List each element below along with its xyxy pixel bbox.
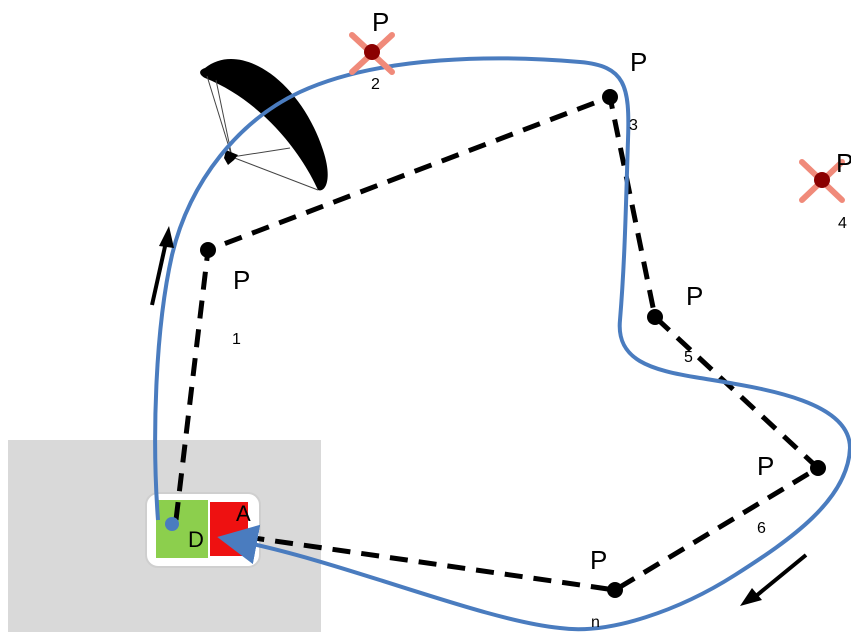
waypoint-p4: P 4 (799, 148, 851, 232)
svg-text:P: P (233, 265, 250, 295)
depart-box (156, 500, 208, 558)
svg-text:P: P (590, 545, 607, 575)
svg-text:P: P (686, 281, 703, 311)
svg-text:P: P (757, 451, 774, 481)
svg-text:1: 1 (232, 331, 241, 348)
svg-text:2: 2 (371, 76, 380, 93)
depart-label: D (188, 527, 204, 552)
svg-text:5: 5 (684, 349, 693, 366)
arrow-down-left-icon (740, 553, 808, 606)
arrow-up-icon (150, 226, 174, 306)
base-station: D A (145, 492, 261, 568)
svg-text:P: P (630, 47, 647, 77)
waypoint-p1: P 1 (200, 242, 250, 348)
waypoint-p5: P 5 (647, 281, 703, 366)
waypoint-p2: P 2 (349, 7, 395, 93)
waypoint-p6: P 6 (757, 451, 826, 537)
svg-text:3: 3 (629, 117, 638, 134)
svg-text:6: 6 (757, 520, 766, 537)
arrival-label: A (236, 501, 251, 526)
paraglider-icon (200, 58, 328, 191)
svg-text:n: n (591, 614, 600, 631)
svg-text:4: 4 (838, 215, 847, 232)
svg-text:P: P (372, 7, 389, 37)
waypoint-p3: P 3 (602, 47, 647, 134)
flight-path (153, 56, 851, 632)
depart-point (165, 517, 179, 531)
waypoint-pn: P n (590, 545, 623, 631)
svg-text:P: P (836, 148, 851, 178)
